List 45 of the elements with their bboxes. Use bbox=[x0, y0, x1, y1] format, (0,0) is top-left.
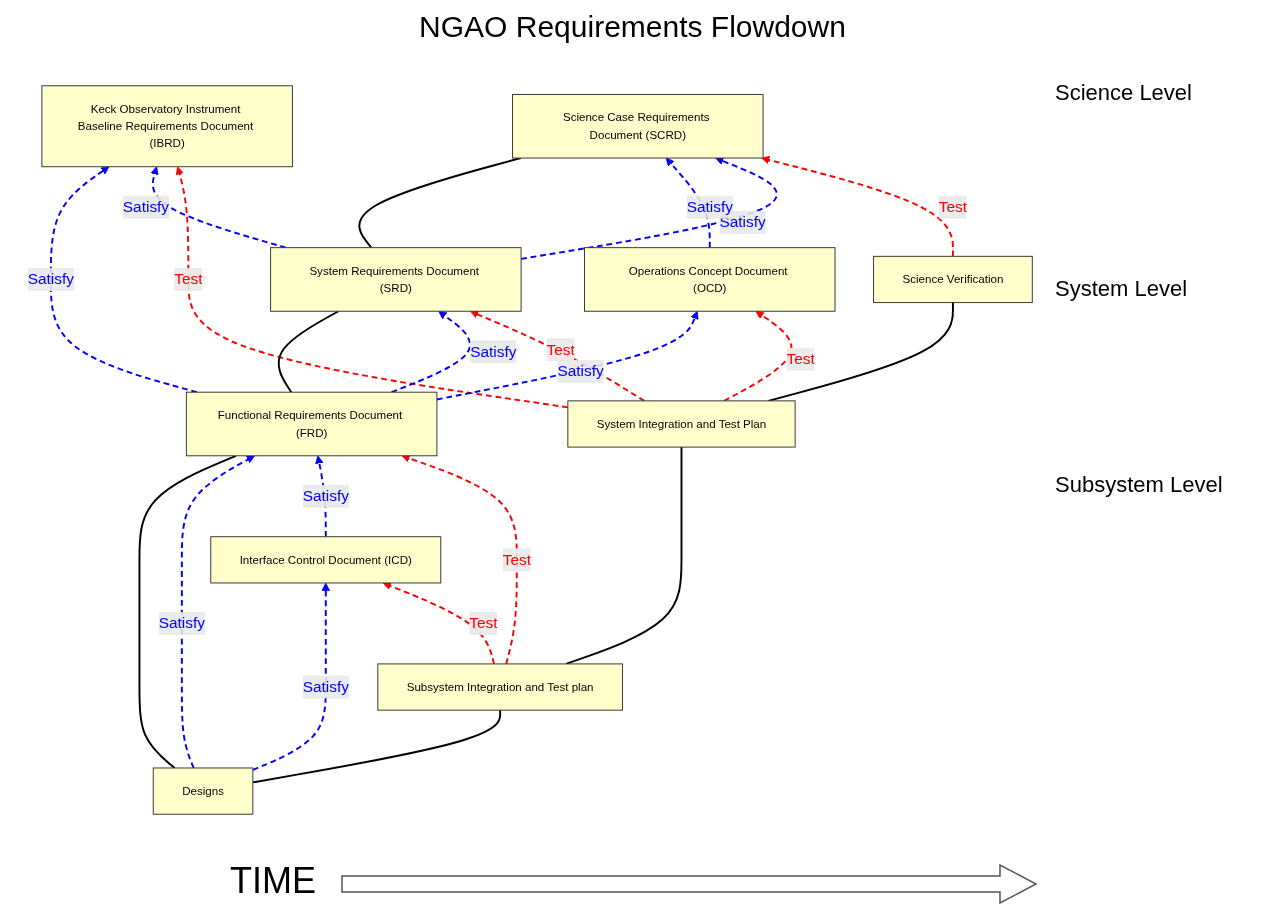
arrow bbox=[390, 310, 471, 394]
edge-label: Test bbox=[174, 270, 203, 288]
edge-label: Test bbox=[938, 198, 968, 215]
arrow bbox=[723, 310, 793, 402]
level-label: Science Level bbox=[1055, 80, 1193, 106]
edge-label: Test bbox=[502, 551, 531, 568]
connector bbox=[138, 454, 237, 769]
arrow bbox=[435, 310, 699, 401]
arrow bbox=[251, 582, 330, 771]
edge-label: Satisfy bbox=[686, 198, 733, 215]
node-box: Designs bbox=[152, 767, 254, 815]
edge-label: Satisfy bbox=[557, 362, 604, 380]
arrow bbox=[175, 166, 569, 409]
arrow bbox=[180, 455, 255, 769]
diagram-title: NGAO Requirements Flowdown bbox=[418, 10, 847, 44]
arrow bbox=[401, 454, 518, 665]
edge-label: Satisfy bbox=[302, 678, 349, 695]
arrow bbox=[470, 310, 646, 402]
node-box: Subsystem Integration and Test plan bbox=[377, 663, 623, 711]
arrow bbox=[49, 166, 198, 394]
node-box: Keck Observatory Instrument Baseline Requirements Document (IBRD) bbox=[41, 85, 293, 168]
edge-label: Test bbox=[469, 614, 498, 632]
arrow bbox=[761, 155, 954, 258]
connector bbox=[565, 446, 683, 665]
connector bbox=[251, 709, 502, 784]
level-label: Subsystem Level bbox=[1055, 472, 1224, 498]
edge-label: Satisfy bbox=[122, 198, 170, 215]
edge-label: Satisfy bbox=[158, 614, 205, 632]
edge-label: Satisfy bbox=[302, 487, 349, 504]
edge-label: Test bbox=[786, 350, 815, 367]
node-box: Science Case Requirements Document (SCRD) bbox=[512, 93, 764, 159]
axis-label: TIME bbox=[230, 860, 316, 902]
node-box: Functional Requirements Document (FRD) bbox=[185, 391, 438, 457]
arrow bbox=[150, 166, 287, 249]
node-box: System Integration and Test Plan bbox=[567, 400, 796, 448]
node-box: System Requirements Document (SRD) bbox=[270, 247, 522, 312]
edge-label: Satisfy bbox=[470, 343, 517, 360]
edge-label: Satisfy bbox=[27, 270, 74, 288]
level-label: System Level bbox=[1055, 276, 1189, 302]
node-box: Interface Control Document (ICD) bbox=[210, 536, 442, 584]
connector bbox=[277, 310, 340, 394]
edge-label: Test bbox=[546, 341, 575, 358]
node-box: Science Verification bbox=[873, 255, 1033, 304]
node-box: Operations Concept Document (OCD) bbox=[584, 247, 836, 312]
arrow bbox=[382, 581, 496, 665]
